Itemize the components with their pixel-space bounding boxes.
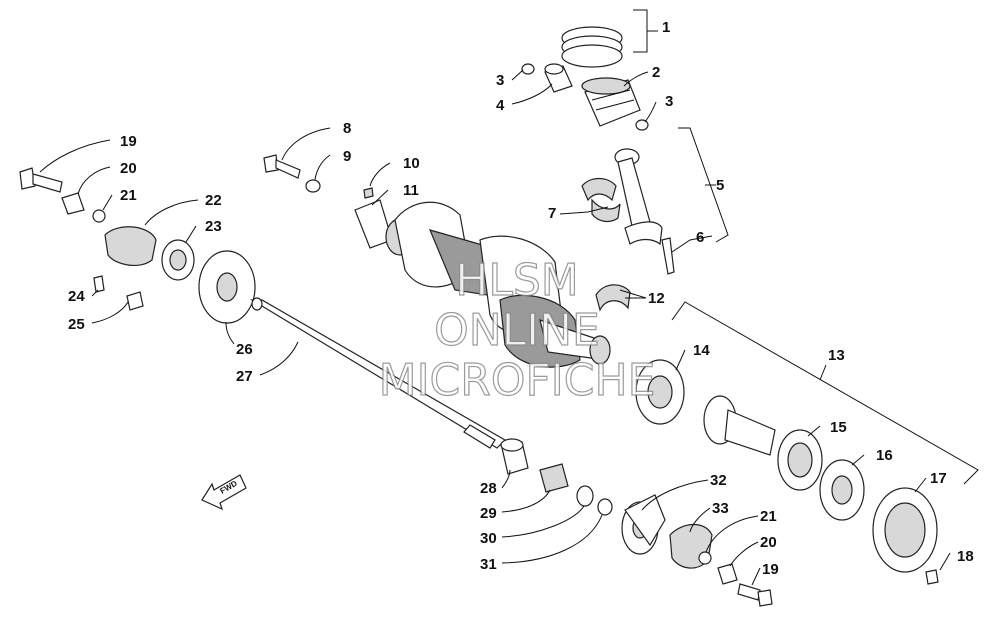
pin-clip-left [521, 63, 535, 75]
watermark-line-3: MICROFICHE [379, 355, 656, 406]
piston [581, 77, 641, 127]
bolt-8 [263, 154, 301, 179]
washer-21-left [92, 209, 106, 223]
lock-washer-25 [126, 291, 144, 311]
callout-30: 30 [480, 530, 497, 547]
callout-26: 26 [236, 341, 253, 358]
callout-20-left: 20 [120, 160, 137, 177]
washer-31 [597, 498, 613, 516]
crankshaft [354, 199, 611, 368]
rod-bearing-upper [581, 177, 617, 202]
callout-5: 5 [716, 177, 724, 194]
bearing-23 [161, 239, 195, 281]
callout-21-right: 21 [760, 508, 777, 525]
callout-31: 31 [480, 556, 497, 573]
leader-lines [39, 69, 951, 586]
callout-15: 15 [830, 419, 847, 436]
callout-21-left: 21 [120, 187, 137, 204]
callout-32: 32 [710, 472, 727, 489]
callout-2: 2 [652, 64, 660, 81]
needle-bearing-29 [539, 463, 569, 493]
main-bearing [595, 284, 631, 312]
lock-plate-20-right [717, 563, 738, 585]
callout-10: 10 [403, 155, 420, 172]
callout-24: 24 [68, 288, 85, 305]
balance-weight-22 [104, 226, 157, 267]
callout-27: 27 [236, 368, 253, 385]
callout-25: 25 [68, 316, 85, 333]
watermark: HLSM ONLINE MICROFICHE [378, 254, 656, 406]
rod-bolt [661, 237, 675, 275]
washer-21-right [698, 551, 712, 565]
callout-20-right: 20 [760, 534, 777, 551]
rod-bearing-lower [591, 198, 621, 223]
bushing-28 [500, 438, 529, 475]
screw-24 [93, 275, 105, 293]
watermark-line-1: HLSM [455, 255, 579, 306]
bearing-16 [819, 459, 865, 521]
callout-19-left: 19 [120, 133, 137, 150]
callout-16: 16 [876, 447, 893, 464]
callout-12: 12 [648, 290, 665, 307]
callouts: 1 2 3 4 3 8 9 10 11 5 7 6 12 13 14 15 16… [68, 19, 974, 578]
lock-plate-20-left [61, 192, 85, 215]
callout-28: 28 [480, 480, 497, 497]
callout-13: 13 [828, 347, 845, 364]
callout-14: 14 [693, 342, 710, 359]
gear-32 [621, 494, 666, 555]
bolt-19-left [19, 167, 63, 193]
seal-15 [777, 429, 823, 491]
gear-26 [198, 250, 256, 324]
callout-17: 17 [930, 470, 947, 487]
callout-3b: 3 [665, 93, 673, 110]
forward-arrow: FWD [201, 474, 247, 511]
woodruff-key [363, 187, 374, 199]
callout-8: 8 [343, 120, 351, 137]
callout-4: 4 [496, 97, 505, 114]
piston-rings [561, 26, 623, 68]
snap-ring-30 [576, 485, 594, 507]
washer-9 [305, 179, 321, 193]
bolt-19-right [737, 583, 773, 607]
bearing-14 [635, 359, 685, 425]
callout-11: 11 [403, 182, 419, 199]
watermark-line-2: ONLINE [434, 305, 600, 356]
bolt-18 [925, 569, 939, 585]
callout-18: 18 [957, 548, 974, 565]
callout-23: 23 [205, 218, 222, 235]
callout-29: 29 [480, 505, 497, 522]
callout-19-right: 19 [762, 561, 779, 578]
output-shaft [703, 395, 776, 456]
callout-6: 6 [696, 229, 704, 246]
callout-22: 22 [205, 192, 222, 209]
callout-33: 33 [712, 500, 729, 517]
connecting-rod [614, 148, 663, 246]
callout-3a: 3 [496, 72, 504, 89]
pin-clip-right [635, 119, 649, 131]
callout-9: 9 [343, 148, 351, 165]
callout-7: 7 [548, 205, 556, 222]
piston-pin [544, 63, 573, 93]
housing-17 [872, 487, 938, 573]
callout-1: 1 [662, 19, 670, 36]
